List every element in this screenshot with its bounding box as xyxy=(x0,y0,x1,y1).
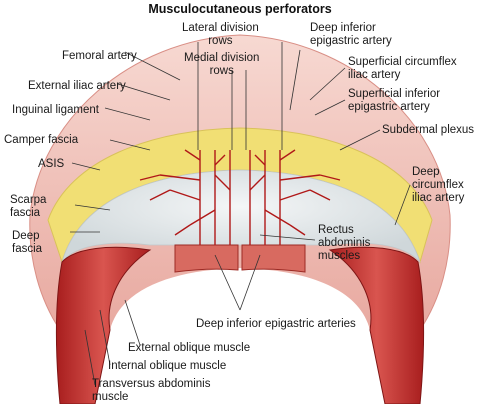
label-deep-fascia: Deep fascia xyxy=(12,230,43,255)
label-camper-fascia: Camper fascia xyxy=(4,134,79,146)
label-superficial-inferior-epigastric-artery: Superficial inferior epigastric artery xyxy=(348,88,441,113)
lateral-muscles-right xyxy=(328,246,425,404)
label-medial-division-rows: Medial division rows xyxy=(184,52,260,77)
label-subdermal-plexus: Subdermal plexus xyxy=(382,124,475,136)
scarpa-fascia-layer xyxy=(61,169,421,263)
label-inguinal-ligament: Inguinal ligament xyxy=(12,104,99,116)
label-superficial-circumflex-iliac-artery: Superficial circumflex iliac artery xyxy=(348,56,457,81)
label-lateral-division-rows: Lateral division rows xyxy=(182,22,259,47)
label-femoral-artery: Femoral artery xyxy=(62,50,137,62)
leader-lines xyxy=(70,42,411,386)
rectus-abdominis-right xyxy=(241,244,306,273)
label-external-iliac-artery: External iliac artery xyxy=(28,80,126,92)
abdominal-cavity xyxy=(80,268,400,404)
label-scarpa-fascia: Scarpa fascia xyxy=(10,194,47,219)
figure-title: Musculocutaneous perforators xyxy=(148,2,332,16)
label-deep-circumflex-iliac-artery: Deep circumflex iliac artery xyxy=(412,166,465,204)
rectus-abdominis-left xyxy=(174,244,239,273)
label-external-oblique-muscle: External oblique muscle xyxy=(128,342,251,354)
vessel-network xyxy=(139,149,341,245)
label-asis: ASIS xyxy=(38,158,65,170)
label-deep-inferior-epigastric-artery: Deep inferior epigastric artery xyxy=(310,22,392,47)
label-internal-oblique-muscle: Internal oblique muscle xyxy=(108,360,227,372)
label-transversus-abdominis-muscle: Transversus abdominis muscle xyxy=(92,378,211,403)
label-deep-inferior-epigastric-arteries: Deep inferior epigastric arteries xyxy=(196,318,356,330)
label-rectus-abdominis-muscles: Rectus abdominis muscles xyxy=(318,224,371,262)
